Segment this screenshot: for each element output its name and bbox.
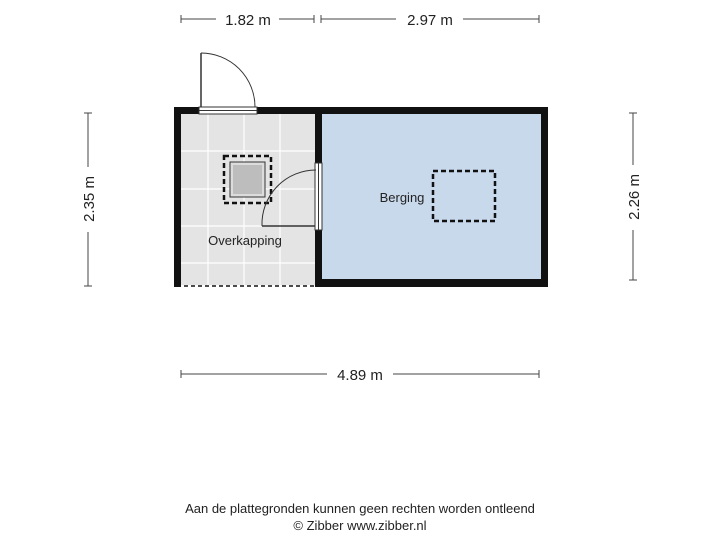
- room-berging: [322, 114, 541, 279]
- footer-disclaimer: Aan de plattegronden kunnen geen rechten…: [185, 501, 535, 516]
- skylight-icon: [222, 154, 273, 205]
- dimension-top-left: 1.82 m: [180, 12, 315, 29]
- dimension-label-bottom: 4.89 m: [337, 367, 383, 384]
- door-top-swing: [200, 52, 256, 108]
- door-frames: [198, 106, 323, 231]
- dimension-label-right: 2.26 m: [626, 174, 643, 220]
- room-overkapping: [177, 114, 315, 287]
- dimension-bottom: 4.89 m: [180, 367, 540, 384]
- dimension-left: 2.35 m: [81, 112, 98, 287]
- walls: [174, 107, 548, 287]
- door-divider-swing: [261, 168, 317, 227]
- room-label-berging: Berging: [380, 190, 425, 205]
- dimension-top-right: 2.97 m: [320, 12, 540, 29]
- dimension-right: 2.26 m: [626, 112, 643, 281]
- footer-copyright: © Zibber www.zibber.nl: [293, 518, 427, 533]
- dimension-label-top-left: 1.82 m: [225, 12, 271, 29]
- dimension-label-left: 2.35 m: [81, 176, 98, 222]
- dimension-label-top-right: 2.97 m: [407, 12, 453, 29]
- room-label-overkapping: Overkapping: [208, 233, 282, 248]
